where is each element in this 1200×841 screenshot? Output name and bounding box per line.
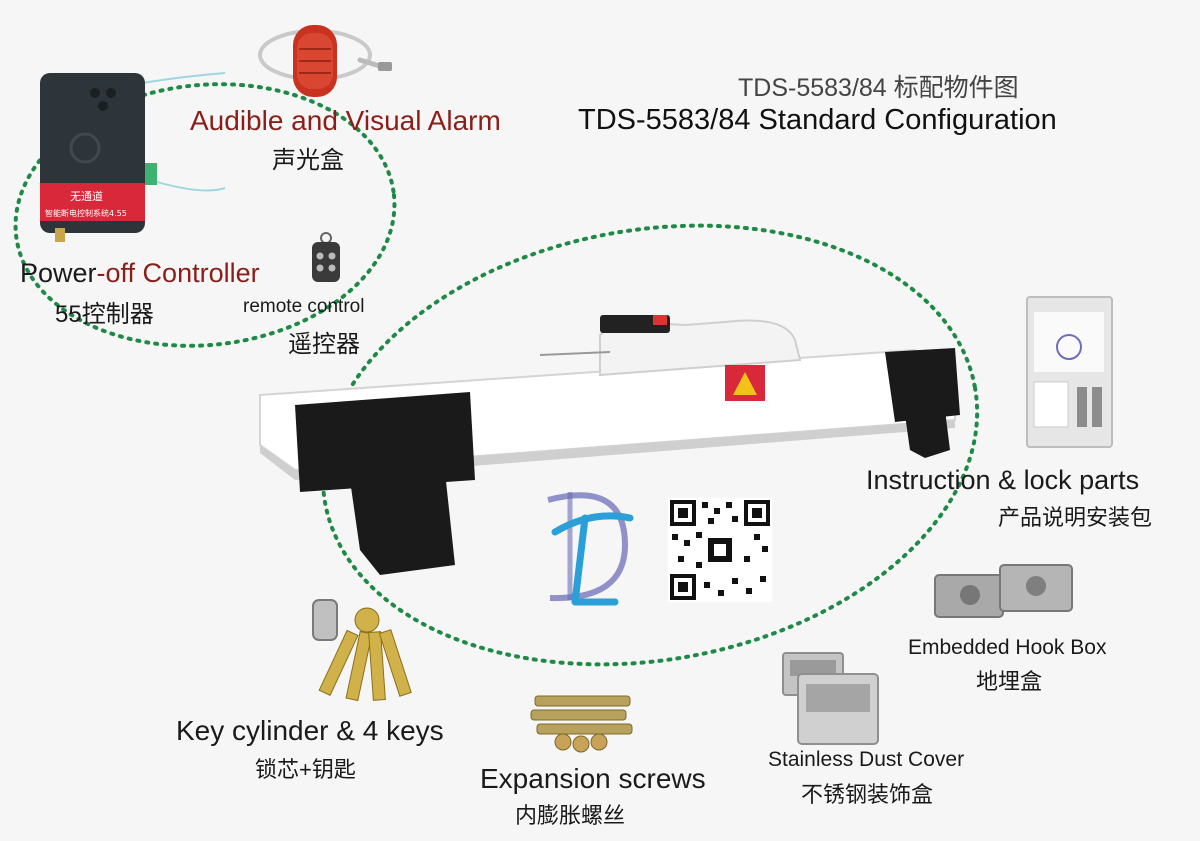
controller-device-image: 无通道 智能断电控制系统4.55 (40, 72, 226, 242)
remote-label-cn: 遥控器 (288, 331, 360, 358)
controller-device-label: 无通道 (70, 189, 103, 203)
main-lock-bar-image (259, 315, 960, 575)
large-dotted-ring (320, 223, 980, 667)
remote-control-image (312, 232, 340, 282)
dust-cover-image (782, 652, 879, 745)
key-cylinder-label-cn: 锁芯+钥匙 (255, 757, 356, 782)
controller-label-en: Power-off Controller (20, 258, 260, 289)
alarm-label-en: Audible and Visual Alarm (190, 105, 501, 136)
controller-label-en-b: -off Controller (96, 258, 260, 288)
hook-box-image (934, 564, 1073, 618)
key-cylinder-image (312, 599, 412, 702)
instructions-label-cn: 产品说明安装包 (998, 505, 1153, 530)
screws-label-en: Expansion screws (480, 763, 706, 794)
instructions-label-en: Instruction & lock parts (866, 465, 1140, 495)
hook-box-label-cn: 地埋盒 (976, 669, 1043, 694)
small-dotted-ring (13, 82, 397, 348)
qr-code (668, 498, 772, 602)
dt-logo (547, 492, 634, 606)
instruction-package-image (1026, 296, 1113, 448)
dust-cover-label-cn: 不锈钢装饰盒 (801, 782, 934, 807)
remote-label-en: remote control (243, 296, 365, 317)
alarm-device-image (258, 25, 392, 97)
title-chinese: TDS-5583/84 标配物件图 (738, 74, 1019, 102)
alarm-label-cn: 声光盒 (272, 147, 344, 174)
controller-label-cn: 55控制器 (55, 301, 154, 328)
title-english: TDS-5583/84 Standard Configuration (578, 104, 1057, 136)
dust-cover-label-en: Stainless Dust Cover (768, 748, 965, 771)
hook-box-label-en: Embedded Hook Box (908, 636, 1107, 659)
key-cylinder-label-en: Key cylinder & 4 keys (176, 715, 444, 746)
controller-label-en-a: Power (20, 258, 97, 288)
screws-label-cn: 内膨胀螺丝 (515, 803, 626, 828)
expansion-screws-image (530, 695, 633, 753)
controller-device-sublabel: 智能断电控制系统4.55 (45, 208, 127, 218)
